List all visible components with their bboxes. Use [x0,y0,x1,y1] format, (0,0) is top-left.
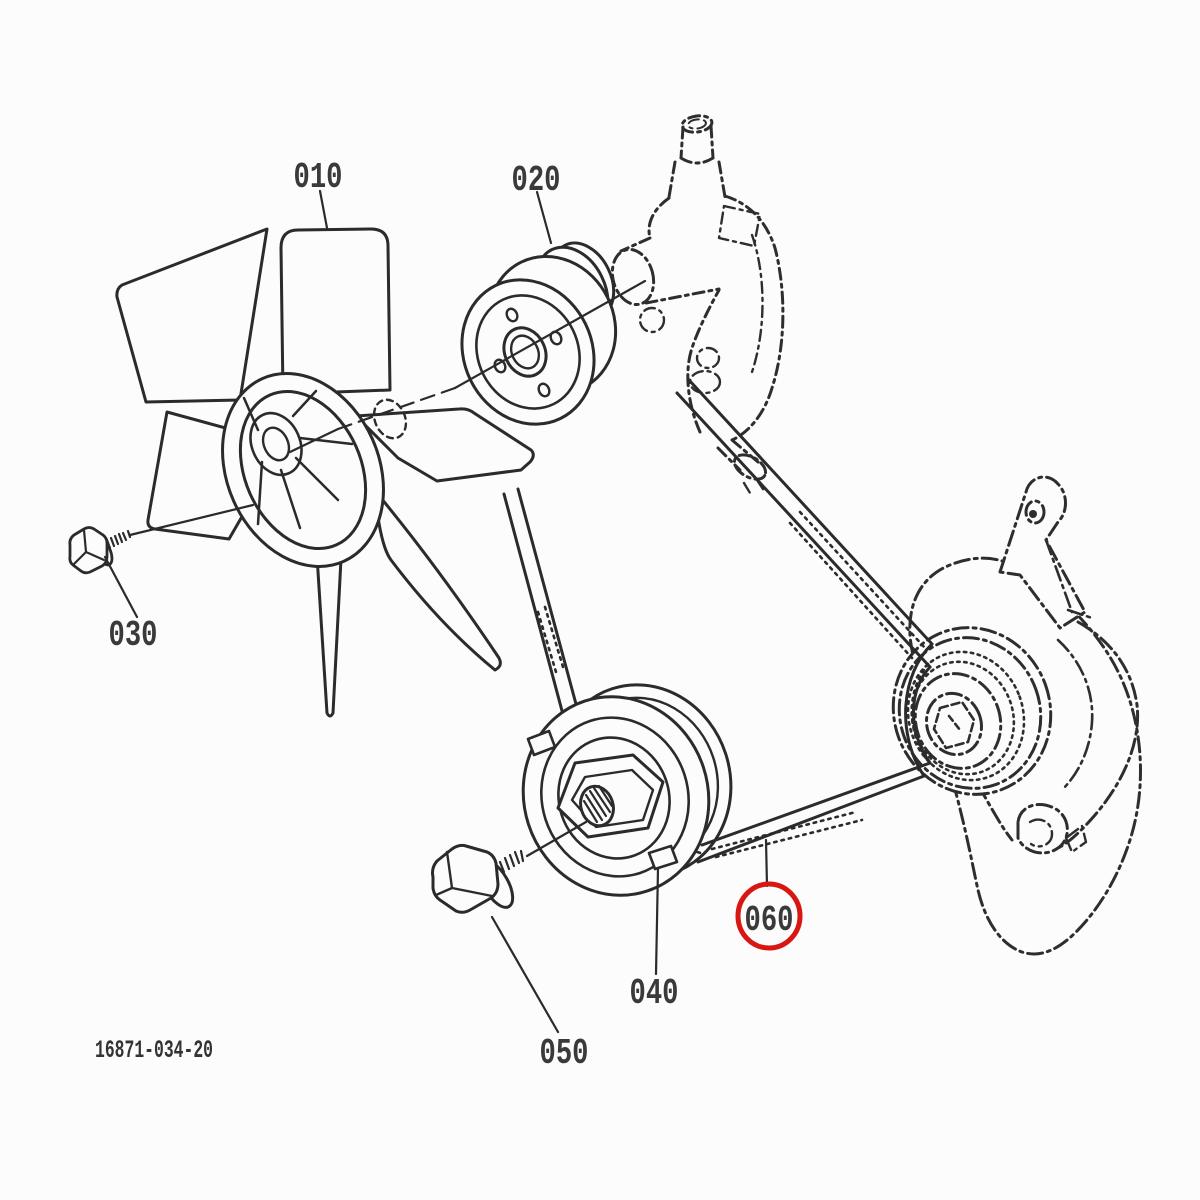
leader-lines [103,189,769,1034]
crankshaft-pulley-drawing [521,695,711,897]
part-label-050[interactable]: 050 [540,1033,589,1074]
cooling-fan-drawing [115,227,535,718]
part-label-040[interactable]: 040 [630,973,679,1014]
leader-060 [764,838,769,888]
leader-010 [318,189,329,230]
fan-belt-drawing [502,378,934,864]
leader-030 [103,555,139,619]
water-pump-drawing [610,114,785,495]
part-label-060[interactable]: 060 [745,900,794,941]
bolt-030-drawing [68,526,132,575]
part-label-020[interactable]: 020 [512,160,561,201]
axis-lines [128,279,647,858]
part-label-010[interactable]: 010 [294,157,343,198]
leader-020 [535,190,553,245]
leader-050 [490,915,560,1034]
highlight-circle-060 [735,881,803,951]
part-label-030[interactable]: 030 [109,615,158,656]
leader-040 [654,866,660,976]
bolt-050-drawing [431,843,525,914]
figure-code: 16871-034-20 [95,1036,213,1065]
